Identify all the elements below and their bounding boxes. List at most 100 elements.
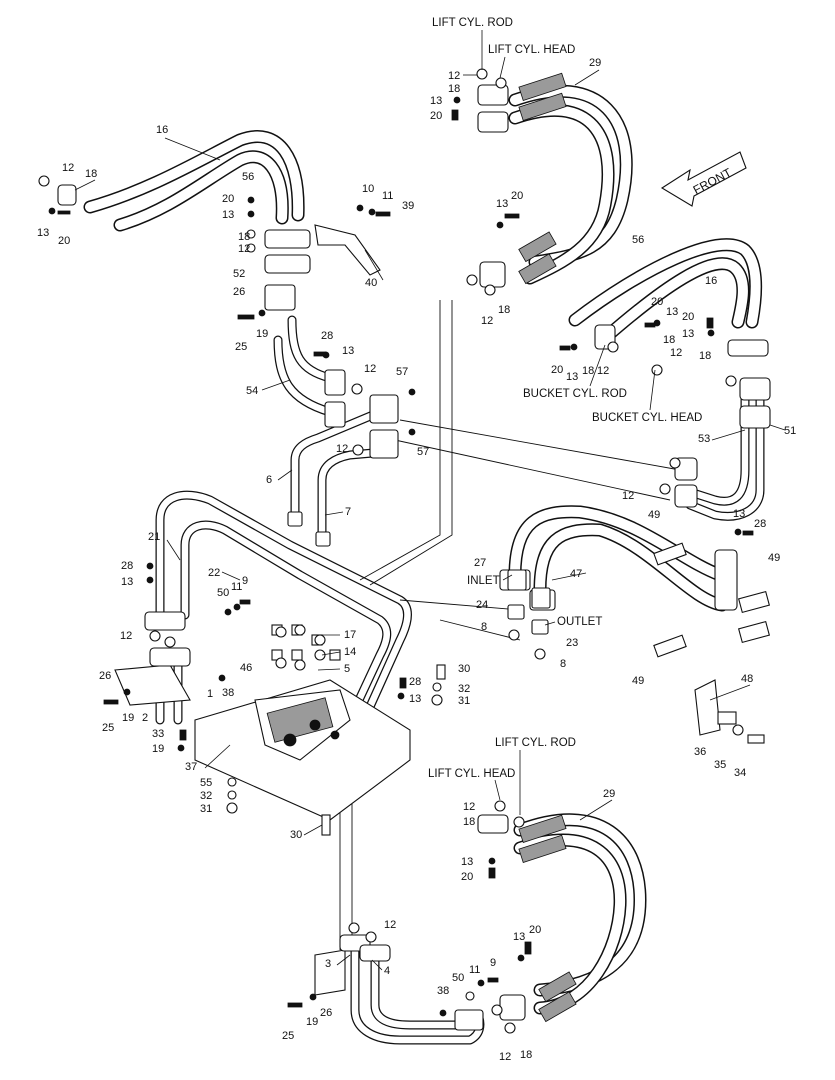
part-number-label: 13	[121, 576, 133, 588]
part-number-label: 9	[490, 957, 496, 969]
part-number-label: 11	[382, 190, 393, 202]
hose-group-right-bucket	[568, 238, 763, 345]
part-number-label: 13	[666, 306, 678, 318]
part-number-label: 12	[238, 243, 250, 255]
part-number-label: 13	[461, 856, 473, 868]
part-number-label: 9	[242, 575, 248, 587]
callout-lift-cyl-head-top: LIFT CYL. HEAD	[488, 44, 575, 56]
part-number-label: 47	[570, 568, 582, 580]
part-number-label: 12	[62, 162, 74, 174]
part-number-label: 19	[306, 1016, 318, 1028]
part-number-label: 20	[461, 871, 473, 883]
part-number-label: 20	[222, 193, 234, 205]
part-number-label: 33	[152, 728, 164, 740]
part-number-label: 24	[476, 599, 488, 611]
part-number-label: 23	[566, 637, 578, 649]
part-number-label: 34	[734, 767, 746, 779]
part-number-label: 26	[99, 670, 111, 682]
callout-inlet: INLET	[467, 575, 500, 587]
part-number-label: 13	[342, 345, 354, 357]
part-number-label: 53	[698, 433, 710, 445]
part-number-label: 28	[409, 676, 421, 688]
part-number-label: 38	[437, 985, 449, 997]
part-number-label: 56	[632, 234, 644, 246]
part-number-label: 13	[430, 95, 442, 107]
part-number-label: 29	[603, 788, 615, 800]
part-number-label: 19	[122, 712, 134, 724]
part-number-label: 17	[344, 629, 356, 641]
part-number-label: 56	[242, 171, 254, 183]
part-number-label: 20	[58, 235, 70, 247]
hose-end-fittings	[287, 72, 577, 1023]
part-number-label: 13	[566, 371, 578, 383]
part-number-label: 21	[148, 531, 160, 543]
part-number-label: 28	[121, 560, 133, 572]
part-number-label: 40	[365, 277, 377, 289]
part-number-label: 28	[321, 330, 333, 342]
part-number-label: 39	[402, 200, 414, 212]
part-number-label: 31	[200, 803, 212, 815]
part-number-label: 12	[448, 70, 460, 82]
part-number-label: 49	[768, 552, 780, 564]
part-number-label: 57	[396, 366, 408, 378]
front-direction-arrow: FRONT	[660, 151, 747, 207]
part-leader-lines	[74, 69, 786, 971]
part-number-label: 10	[362, 183, 374, 195]
part-number-label: 50	[217, 587, 229, 599]
part-number-label: 13	[733, 508, 745, 520]
part-number-label: 12	[597, 365, 609, 377]
part-number-label: 12	[670, 347, 682, 359]
part-number-label: 30	[458, 663, 470, 675]
part-number-label: 12	[622, 490, 634, 502]
part-number-label: 12	[364, 363, 376, 375]
part-number-label: 6	[266, 474, 272, 486]
part-number-label: 18	[85, 168, 97, 180]
part-number-label: 12	[384, 919, 396, 931]
hose-group-left-bucket	[83, 130, 305, 232]
part-number-label: 14	[344, 646, 356, 658]
part-number-label: 8	[481, 621, 487, 633]
part-number-label: 18	[448, 83, 460, 95]
part-number-label: 52	[233, 268, 245, 280]
part-number-label: 11	[469, 964, 480, 976]
callout-bucket-cyl-head: BUCKET CYL. HEAD	[592, 412, 702, 424]
part-number-label: 18	[582, 365, 594, 377]
part-number-label: 12	[481, 315, 493, 327]
part-number-label: 48	[741, 673, 753, 685]
part-number-label: 20	[511, 190, 523, 202]
part-number-label: 20	[651, 296, 663, 308]
part-number-label: 12	[463, 801, 475, 813]
part-number-label: 13	[513, 931, 525, 943]
part-number-label: 7	[345, 506, 351, 518]
part-number-label: 32	[200, 790, 212, 802]
part-number-label: 37	[185, 761, 197, 773]
part-number-label: 31	[458, 695, 470, 707]
part-number-label: 36	[694, 746, 706, 758]
part-number-label: 13	[222, 209, 234, 221]
part-number-label: 5	[344, 663, 350, 675]
part-number-label: 49	[632, 675, 644, 687]
hose-group-top-lift	[508, 84, 633, 285]
part-number-label: 13	[409, 693, 421, 705]
part-number-label: 4	[384, 965, 390, 977]
callout-labels: LIFT CYL. ROD LIFT CYL. HEAD BUCKET CYL.…	[428, 17, 702, 815]
part-number-label: 20	[551, 364, 563, 376]
part-number-label: 20	[430, 110, 442, 122]
part-number-label: 19	[152, 743, 164, 755]
callout-outlet: OUTLET	[557, 616, 602, 628]
part-number-label: 12	[336, 443, 348, 455]
part-number-label: 2	[142, 712, 148, 724]
part-number-label: 18	[663, 334, 675, 346]
part-number-label: 29	[589, 57, 601, 69]
part-number-label: 49	[648, 509, 660, 521]
part-number-label: 57	[417, 446, 429, 458]
part-number-label: 46	[240, 662, 252, 674]
part-number-label: 11	[231, 581, 242, 593]
callout-lift-cyl-head-bottom: LIFT CYL. HEAD	[428, 768, 515, 780]
part-number-label: 28	[754, 518, 766, 530]
part-number-label: 50	[452, 972, 464, 984]
part-number-label: 20	[682, 311, 694, 323]
part-number-label: 26	[320, 1007, 332, 1019]
steel-tubes	[155, 315, 765, 1045]
